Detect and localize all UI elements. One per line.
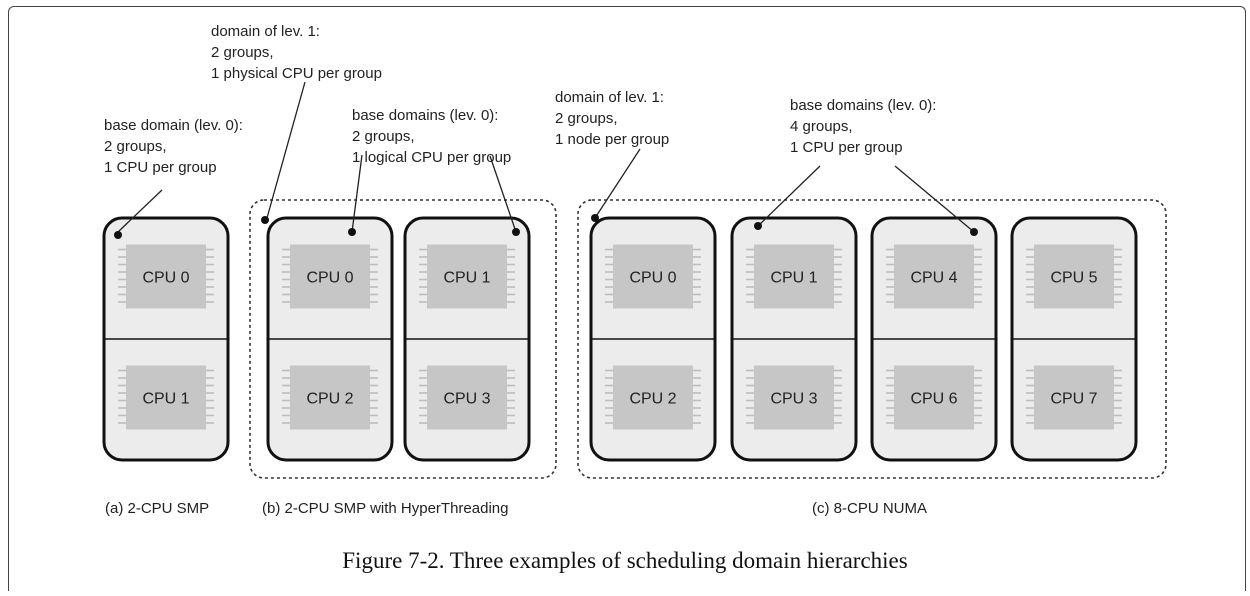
cpu-chip: CPU 0 xyxy=(282,244,378,309)
figure-frame xyxy=(8,6,1246,591)
leader-line-c-base-1 xyxy=(757,165,821,227)
cpu-label: CPU 3 xyxy=(770,391,817,408)
cpu-label: CPU 5 xyxy=(1050,270,1097,287)
cpu-label: CPU 6 xyxy=(910,391,957,408)
leader-line-b-base-1 xyxy=(351,154,363,233)
cpu-chip: CPU 2 xyxy=(282,365,378,430)
figure-caption: Figure 7-2. Three examples of scheduling… xyxy=(342,548,908,573)
annotation-a-base: base domain (lev. 0): 2 groups, 1 CPU pe… xyxy=(104,117,247,176)
cpu-chip: CPU 3 xyxy=(419,365,515,430)
caption-c: (c) 8-CPU NUMA xyxy=(812,500,927,517)
cpu-package: CPU 1 CPU 3 xyxy=(730,216,858,462)
annotation-b-base: base domains (lev. 0): 2 groups, 1 logic… xyxy=(352,107,511,166)
annotation-c-base: base domains (lev. 0): 4 groups, 1 CPU p… xyxy=(790,97,941,156)
cpu-chip: CPU 0 xyxy=(605,244,701,309)
domain-boundary-c xyxy=(577,199,1167,479)
cpu-label: CPU 0 xyxy=(306,270,353,287)
anchor-dot xyxy=(261,216,269,224)
leader-line-c-domain xyxy=(594,148,641,219)
anchor-dot xyxy=(114,231,122,239)
cpu-label: CPU 2 xyxy=(629,391,676,408)
cpu-chip: CPU 1 xyxy=(419,244,515,309)
cpu-package: CPU 5 CPU 7 xyxy=(1010,216,1138,462)
cpu-label: CPU 7 xyxy=(1050,391,1097,408)
cpu-label: CPU 4 xyxy=(910,270,957,287)
leader-line-b-domain xyxy=(266,81,306,219)
cpu-chip: CPU 6 xyxy=(886,365,982,430)
leader-line-b-base-2 xyxy=(489,155,517,233)
caption-a: (a) 2-CPU SMP xyxy=(105,500,209,517)
annotation-b-domain: domain of lev. 1: 2 groups, 1 physical C… xyxy=(211,23,382,82)
cpu-label: CPU 1 xyxy=(142,391,189,408)
cpu-package: CPU 4 CPU 6 xyxy=(870,216,998,462)
cpu-chip: CPU 7 xyxy=(1026,365,1122,430)
annotation-c-domain: domain of lev. 1: 2 groups, 1 node per g… xyxy=(555,89,669,148)
cpu-chip: CPU 1 xyxy=(746,244,842,309)
cpu-package: CPU 1 CPU 3 xyxy=(403,216,531,462)
anchor-dot xyxy=(348,228,356,236)
cpu-chip: CPU 2 xyxy=(605,365,701,430)
cpu-label: CPU 1 xyxy=(443,270,490,287)
cpu-label: CPU 0 xyxy=(629,270,676,287)
leader-line-a-base xyxy=(117,189,163,233)
cpu-chip: CPU 4 xyxy=(886,244,982,309)
cpu-chip: CPU 0 xyxy=(118,244,214,309)
cpu-label: CPU 3 xyxy=(443,391,490,408)
cpu-package: CPU 0 CPU 2 xyxy=(589,216,717,462)
cpu-chip: CPU 1 xyxy=(118,365,214,430)
cpu-label: CPU 0 xyxy=(142,270,189,287)
domain-boundary-b xyxy=(249,199,557,479)
leader-line-c-base-2 xyxy=(894,165,975,233)
anchor-dot xyxy=(754,222,762,230)
cpu-label: CPU 2 xyxy=(306,391,353,408)
cpu-chip: CPU 5 xyxy=(1026,244,1122,309)
cpu-label: CPU 1 xyxy=(770,270,817,287)
anchor-dot xyxy=(970,228,978,236)
caption-b: (b) 2-CPU SMP with HyperThreading xyxy=(262,500,508,517)
cpu-package: CPU 0 CPU 2 xyxy=(266,216,394,462)
anchor-dot xyxy=(591,214,599,222)
cpu-chip: CPU 3 xyxy=(746,365,842,430)
cpu-package: CPU 0 CPU 1 xyxy=(102,216,230,462)
anchor-dot xyxy=(512,228,520,236)
